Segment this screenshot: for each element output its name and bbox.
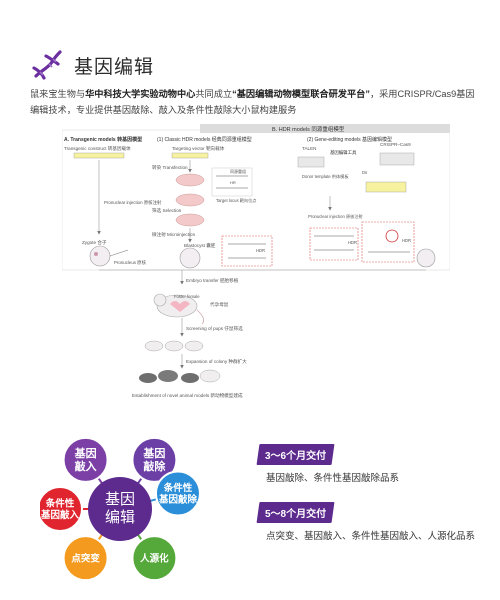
pronuclear-injection-b: Pronuclear injection 原核注射 [308,213,363,220]
hdr-box-right [361,221,415,263]
page-title: 基因编辑 [74,56,155,78]
screening-label: Screening of pups 仔鼠筛选 [186,325,243,332]
wheel-item-label: 基因 [74,446,97,460]
intro-platform: “基因编辑动物模型联合研发平台” [232,89,370,99]
crispr-graphic [379,152,415,166]
wheel-item-circle [154,470,201,517]
embryo-transfer-label: Embryo transfer 胚胎移植 [186,277,239,284]
foster-female-label: Foster female [174,294,200,299]
delivery-badge-2-text: 5～8个月交付 [265,509,327,520]
cell-dish-2 [175,193,205,207]
hr-label: 同源重组 [230,168,246,174]
wheel-item-label: 基因 [142,446,165,460]
selection-label: 筛选 Selection [152,207,182,214]
cell-dish-1 [175,173,205,187]
wheel-item-circle [62,436,109,483]
wheel-item-label: 基因敲除 [158,494,198,506]
donor-bar [365,181,407,193]
hr-label-2: HR [230,180,236,185]
intro-text-2: 共同成立 [195,89,233,99]
intro-text-3: ，采用CRISPR/Cas9基因编辑技术，专业提供基因敲除、敲入及条件性敲除大小… [30,89,475,115]
wheel-center-circle [88,477,152,541]
hdr-box-mid [309,227,359,261]
blastocyst-label: Blastocyst 囊胚 [184,242,216,249]
hdr-header-bar [200,124,450,133]
delivery-desc-1: 基因敲除、条件性基因敲除品系 [266,473,400,484]
transgenic-construct-bar [73,152,125,159]
wheel-item-label: 敲除 [143,459,166,473]
talen-graphic [297,156,325,168]
targeting-vector-bar [171,152,209,159]
wheel-item-label: 基因敲入 [40,509,79,521]
pronucleus-label: Pronucleus 原核 [114,259,147,266]
dna-helix-icon [32,50,62,80]
hdr-title: B. HDR models 同源重组模型 [272,125,345,133]
foster-mouse-icon [153,293,205,325]
intro-org: 华中科技大学实验动物中心 [85,89,196,99]
intro-text-1: 鼠来宝生物与 [30,89,86,99]
transfection-label: 转染 Transfection [152,164,188,171]
wheel-item-label: 点突变 [71,552,100,564]
microinjection-label: 微注射 Microinjection [152,231,196,238]
wheel-item-label: 人源化 [140,552,169,564]
foster-cn-label: 代孕母鼠 [210,301,229,308]
cell-dish-3 [175,213,205,227]
gene-editing-tools-label: 基因编辑工具 [330,149,357,156]
pronucleus-dot [94,252,98,256]
blastocyst-cell [179,247,201,269]
wheel-item-label: 条件性 [45,498,75,510]
delivery-badge-1: 3～6个月交付 [256,444,335,465]
ds-label: Ds [362,170,367,175]
wheel-item-label: 敲入 [75,459,97,473]
wheel-item-circle [131,436,178,483]
pups-row [144,340,204,352]
hdr-label-mid: HDR [348,240,357,245]
talen-label: TALEN [302,146,316,151]
transgenic-construct-label: Transgenic construct 转基因载体 [64,145,131,152]
delivery-badge-2: 5～8个月交付 [256,502,335,523]
pronuclear-injection-a: Pronuclear injection 原核注射 [104,199,162,206]
donor-template-label: Donor template 供体模板 [302,173,349,180]
hdr-box-left [221,235,273,267]
hdr-label-right: HDR [402,238,411,243]
injection-needle-a [109,249,129,257]
wheel-item-circle [131,535,178,582]
classic-hdr-title: (1) Classic HDR models 经典同源重组模型 [157,136,252,143]
transgenic-title: A. Transgenic models 转基因模型 [64,136,142,143]
wheel-center-line2: 编辑 [105,509,135,526]
intro-paragraph: 鼠来宝生物与华中科技大学实验动物中心共同成立“基因编辑动物模型联合研发平台”，采… [30,86,480,118]
zygote-label: Zygote 合子 [82,239,107,246]
zygote-cell [89,245,111,267]
wheel-item-label: 条件性 [163,482,193,494]
hdr-label-left: HDR [256,248,265,253]
crispr-label: CRISPR–Cas9 [380,142,411,147]
delivery-desc-2: 点突变、基因敲入、条件性基因敲入、人源化品系 [266,531,476,542]
zygote-right [416,248,436,268]
target-locus-label: Target locus 靶向位点 [216,197,257,204]
gene-editing-workflow-diagram: B. HDR models 同源重组模型 A. Transgenic model… [62,124,450,399]
targeting-vector-label: Targeting vector 靶向载体 [172,145,225,152]
wheel-center-line1: 基因 [105,491,135,508]
colony-row [139,369,221,383]
expansion-label: Expansion of colony 种群扩大 [186,358,247,365]
delivery-badge-1-text: 3～6个月交付 [265,451,327,462]
wheel-item-circle [62,535,109,582]
establishment-label: Establishment of novel animal models 新动物… [132,392,243,399]
wheel-item-circle [40,486,83,532]
page-header: 基因编辑 [30,48,154,82]
gene-editing-title: (2) Gene-editing models 基因编辑模型 [307,136,392,143]
